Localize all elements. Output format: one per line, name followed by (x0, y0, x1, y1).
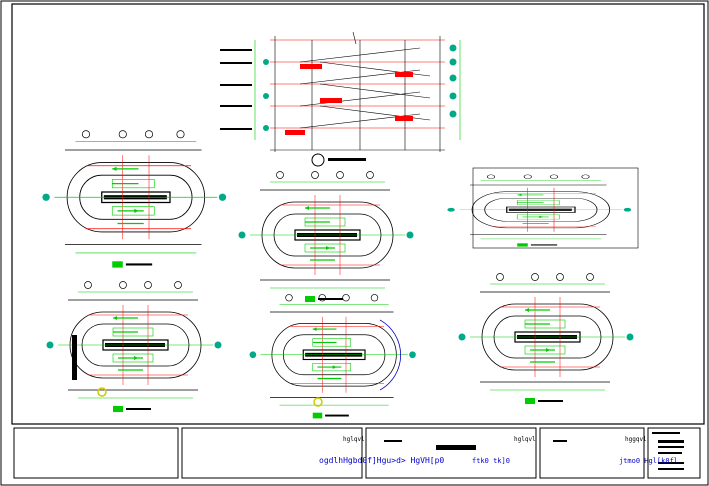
title-block-bar (436, 445, 476, 450)
plan-level-6 (457, 272, 635, 405)
sheet-logo-block (652, 432, 684, 470)
drawing-name: ogdlhHgbd0f]Hgu>d> HgVH[p0 (319, 456, 444, 465)
title-label-2: hglqvl (514, 436, 536, 443)
plan-level-4-yellow-marker (97, 387, 107, 397)
plan-level-3 (446, 174, 632, 248)
title-label-3: hggqvl (625, 436, 647, 443)
inner-border (11, 3, 705, 425)
plan-level-4-ramp-strip (72, 335, 77, 380)
sheet-ref: jtmo0 Hgl[k0fl (619, 457, 678, 465)
plan-level-1 (41, 129, 227, 269)
plan-level-5-blue-arc (379, 319, 401, 391)
title-block-small-bar-1 (384, 440, 402, 442)
plan-level-5 (249, 293, 417, 419)
title-block (13, 427, 701, 479)
section-elevation (254, 31, 461, 152)
plan-level-5-yellow-marker (313, 397, 323, 407)
title-block-small-bar-2 (553, 440, 567, 442)
section-level-labels (220, 49, 252, 130)
scale-text: ftk0 tk]0 (472, 457, 510, 465)
plan-level-3-frame (472, 167, 639, 249)
title-label-1: hglqvl (343, 436, 365, 443)
section-title (311, 153, 366, 167)
plan-level-2 (237, 170, 415, 303)
section-level-markers (263, 44, 457, 131)
